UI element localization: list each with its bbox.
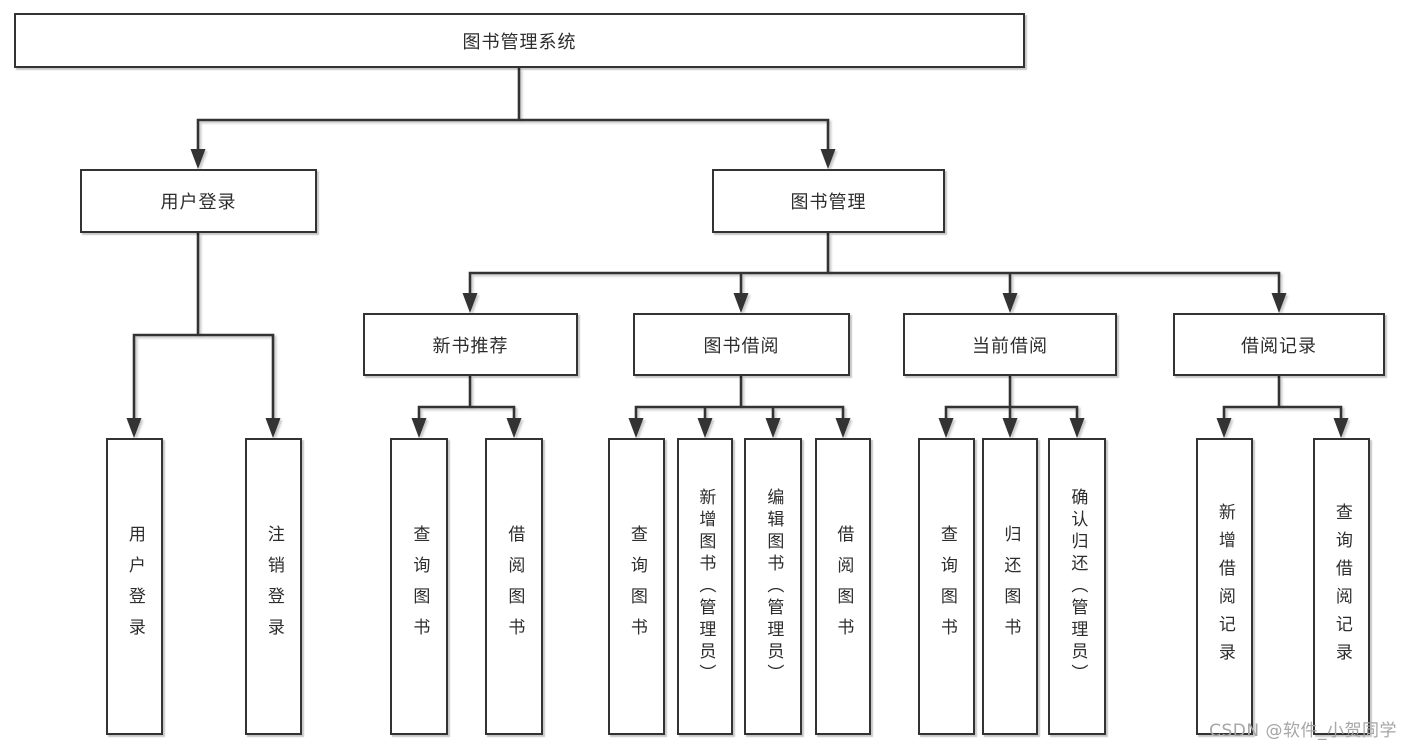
node-borrowing-records: 借阅记录 — [1173, 313, 1385, 376]
leaf-query-books-borrowing: 查询图书 — [608, 438, 665, 735]
leaf-logout: 注销登录 — [245, 438, 302, 735]
leaf-add-books-admin-label: 新增图书（管理员） — [695, 487, 716, 686]
node-user-login: 用户登录 — [80, 169, 317, 233]
leaf-borrow-books-borrowing: 借阅图书 — [815, 438, 871, 735]
leaf-query-books-current-label: 查询图书 — [936, 524, 957, 649]
leaf-borrow-books-recommend: 借阅图书 — [485, 438, 543, 735]
leaf-edit-books-admin: 编辑图书（管理员） — [744, 438, 802, 735]
leaf-return-books: 归还图书 — [982, 438, 1038, 735]
node-book-management: 图书管理 — [712, 169, 945, 233]
leaf-user-login-label: 用户登录 — [124, 524, 145, 649]
csdn-watermark: CSDN @软件_小贺同学 — [1209, 721, 1397, 741]
node-book-borrowing: 图书借阅 — [633, 313, 850, 376]
leaf-borrow-books-borrowing-label: 借阅图书 — [833, 524, 854, 649]
leaf-user-login: 用户登录 — [106, 438, 163, 735]
leaf-add-borrow-record: 新增借阅记录 — [1196, 438, 1253, 735]
leaf-confirm-return-admin-label: 确认归还（管理员） — [1067, 487, 1088, 686]
leaf-logout-label: 注销登录 — [263, 524, 284, 649]
leaf-query-books-recommend-label: 查询图书 — [409, 524, 430, 649]
leaf-borrow-books-recommend-label: 借阅图书 — [504, 524, 525, 649]
leaf-query-books-current: 查询图书 — [918, 438, 975, 735]
leaf-confirm-return-admin: 确认归还（管理员） — [1048, 438, 1106, 735]
leaf-edit-books-admin-label: 编辑图书（管理员） — [763, 487, 784, 686]
leaf-return-books-label: 归还图书 — [1000, 524, 1021, 649]
node-library-management-system: 图书管理系统 — [14, 13, 1025, 68]
node-new-book-recommendation: 新书推荐 — [363, 313, 578, 376]
leaf-query-borrow-record: 查询借阅记录 — [1313, 438, 1370, 735]
leaf-add-books-admin: 新增图书（管理员） — [677, 438, 733, 735]
leaf-query-books-recommend: 查询图书 — [390, 438, 448, 735]
node-current-borrowing: 当前借阅 — [903, 313, 1117, 376]
leaf-query-books-borrowing-label: 查询图书 — [626, 524, 647, 649]
leaf-add-borrow-record-label: 新增借阅记录 — [1214, 502, 1235, 671]
leaf-query-borrow-record-label: 查询借阅记录 — [1331, 502, 1352, 671]
